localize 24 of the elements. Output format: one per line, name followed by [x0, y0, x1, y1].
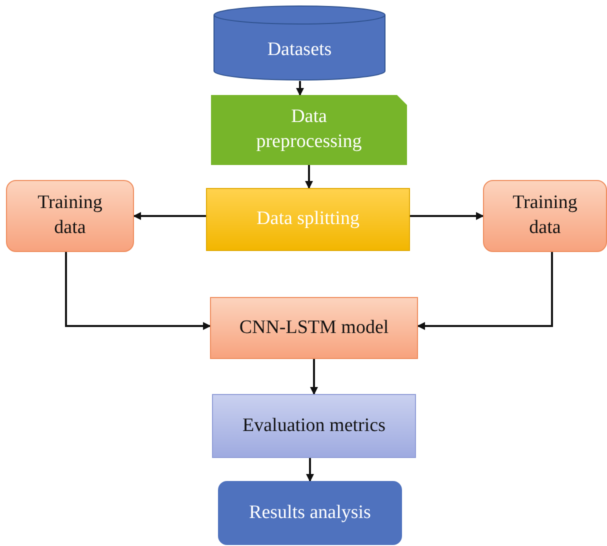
node-label: Datasets	[267, 38, 332, 62]
arrow	[305, 165, 313, 189]
process-box	[212, 394, 416, 458]
terminal-box	[218, 481, 402, 545]
data-box	[483, 180, 607, 252]
process-box	[206, 188, 410, 251]
node-label: Training data	[36, 191, 104, 240]
process-box	[211, 95, 407, 165]
arrow	[306, 458, 314, 482]
node-label: Data preprocessing	[255, 105, 363, 154]
arrow	[310, 359, 318, 395]
data-box	[6, 180, 134, 252]
node-label: Training data	[512, 191, 578, 240]
arrow	[410, 212, 484, 220]
node-label: Evaluation metrics	[242, 414, 386, 438]
database-cylinder	[213, 5, 386, 81]
process-box	[210, 297, 418, 359]
arrow	[133, 212, 206, 220]
arrow	[296, 81, 304, 96]
arrow	[417, 252, 553, 330]
node-label: Results analysis	[249, 500, 371, 525]
node-label: CNN-LSTM model	[239, 316, 389, 340]
arrow	[65, 252, 211, 330]
node-label: Data splitting	[256, 207, 360, 232]
